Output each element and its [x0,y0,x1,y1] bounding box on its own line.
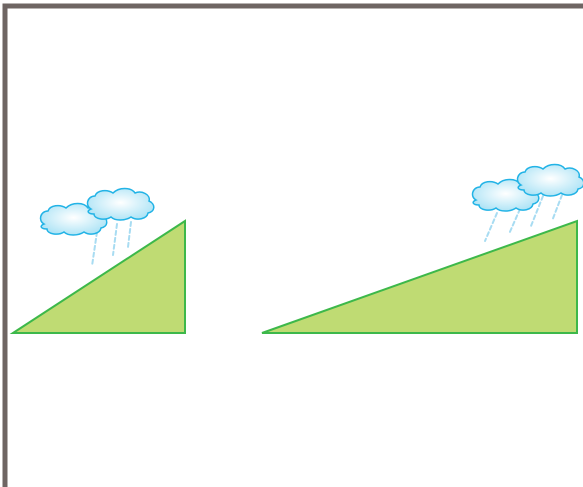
cloud [88,189,154,221]
cloud [518,165,583,197]
steep-slope-triangle [13,221,185,333]
frame-border [5,6,583,487]
rain-streak [113,224,117,255]
gentle-slope-triangle [262,221,577,333]
rain-streak [92,232,97,266]
rain-streak [509,209,520,234]
rain-streak [128,222,131,247]
left-slope-group [13,189,185,334]
rain-streak [485,213,497,241]
right-slope-group [262,165,583,334]
rain-streak [552,195,562,221]
